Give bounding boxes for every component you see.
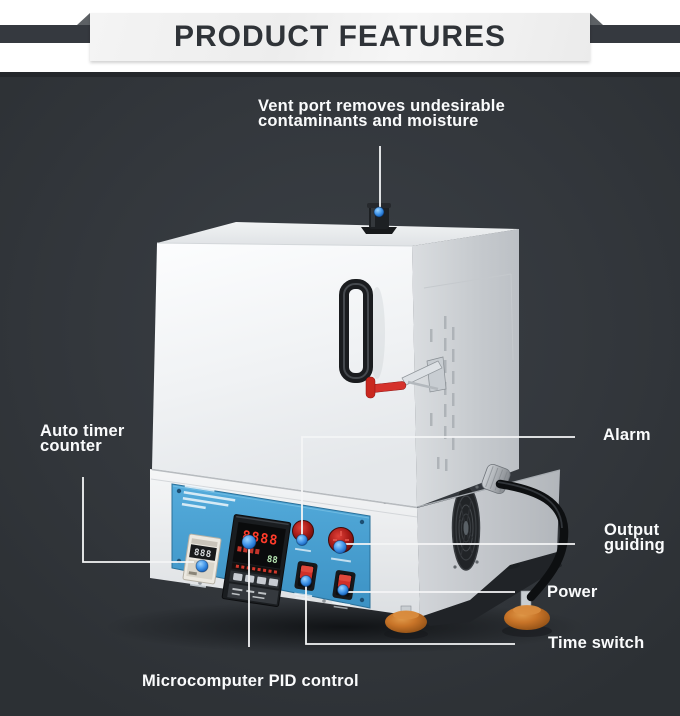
callout-label-alarm: Alarm — [603, 426, 651, 444]
muffle-furnace: 888 8888 88 — [150, 203, 569, 639]
callout-line-time-switch — [305, 584, 515, 645]
callout-dot-alarm — [296, 534, 308, 546]
scene-top-edge — [0, 72, 680, 77]
callout-label-vent: Vent port removes undesirable contaminan… — [258, 97, 505, 130]
oven-top-face — [157, 222, 519, 246]
callout-line-auto-timer — [82, 477, 194, 563]
panel-printed-text — [181, 484, 236, 510]
cooling-fan — [451, 485, 481, 571]
callout-label-pid: Microcomputer PID control — [142, 672, 359, 690]
callout-dot-output — [333, 540, 347, 554]
header: PRODUCT FEATURES — [0, 0, 680, 72]
callout-label-auto-timer: Auto timer counter — [40, 422, 125, 455]
door-bottom-seam — [151, 468, 418, 509]
power-cable — [495, 479, 569, 602]
timer-display: 888 — [193, 548, 212, 561]
callout-dot-time-switch — [300, 575, 312, 587]
banner-fold-right — [590, 13, 603, 25]
callout-dot-auto-timer — [195, 559, 209, 573]
callout-label-power: Power — [547, 583, 598, 601]
leveling-foot-front — [384, 605, 428, 639]
base-seam — [150, 478, 418, 518]
callout-lines — [82, 146, 575, 647]
callout-dot-power — [337, 584, 349, 596]
callout-markers — [195, 206, 385, 596]
callout-label-output-guiding: Output guiding — [604, 521, 665, 554]
callout-label-time-switch: Time switch — [548, 634, 645, 652]
callout-dot-pid — [241, 534, 257, 550]
top-front-edge — [156, 242, 413, 247]
title-banner: PRODUCT FEATURES — [90, 13, 590, 61]
callout-line-alarm — [301, 436, 575, 536]
callout-dot-vent — [373, 206, 385, 218]
ribbon-left — [0, 25, 96, 43]
page-title: PRODUCT FEATURES — [173, 20, 507, 53]
door-handle — [339, 279, 373, 383]
leveling-foot-right — [502, 590, 552, 637]
side-seams — [423, 273, 514, 361]
pid-display-row2: 88 — [266, 555, 278, 566]
pid-controller: 8888 88 — [221, 514, 292, 608]
banner-fold-left — [77, 13, 90, 25]
door-latch-clamp — [365, 356, 447, 399]
ribbon-right — [584, 25, 680, 43]
vent-port — [361, 203, 397, 234]
oven-door — [152, 243, 417, 507]
base-underside-shadow — [420, 552, 562, 626]
